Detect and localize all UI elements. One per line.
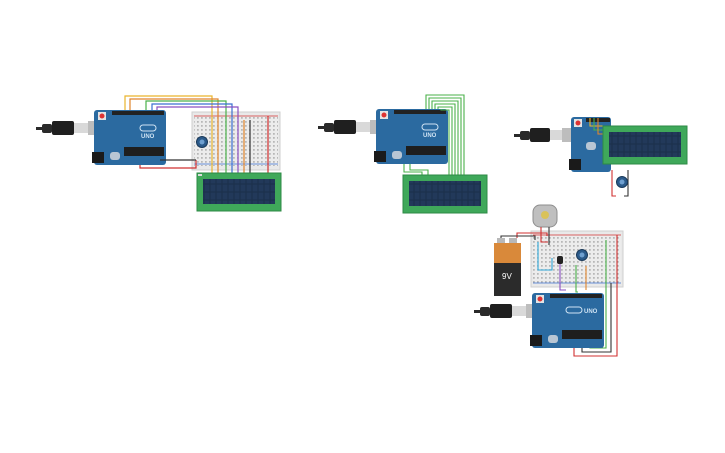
arduino-board[interactable]: UNO: [92, 110, 166, 165]
usb-cable[interactable]: [318, 120, 380, 134]
lcd-display[interactable]: [196, 172, 282, 212]
dc-motor[interactable]: [532, 204, 558, 228]
wires: [124, 95, 269, 178]
circuit-1: UNO: [36, 95, 282, 212]
breadboard[interactable]: [191, 111, 281, 171]
arduino-model-label: UNO: [423, 133, 437, 139]
battery-9v[interactable]: 9V: [494, 238, 521, 296]
arduino-board[interactable]: UNO: [374, 109, 448, 164]
potentiometer[interactable]: [196, 136, 208, 148]
usb-cable[interactable]: [514, 128, 572, 142]
arduino-model-label: UNO: [141, 134, 155, 140]
usb-cable[interactable]: [36, 121, 98, 135]
breadboard[interactable]: [530, 230, 624, 288]
circuit-3: [514, 117, 688, 197]
potentiometer[interactable]: [616, 176, 628, 188]
potentiometer[interactable]: [576, 249, 588, 261]
arduino-model-label: UNO: [584, 309, 598, 315]
lcd-display[interactable]: [402, 174, 488, 214]
lcd-display[interactable]: [602, 125, 688, 165]
battery-label: 9V: [502, 272, 512, 281]
arduino-board[interactable]: UNO: [530, 293, 604, 348]
circuit-2: UNO: [318, 94, 488, 214]
usb-cable[interactable]: [474, 304, 536, 318]
circuit-4: 9V: [474, 204, 624, 357]
wires: [589, 118, 629, 197]
transistor[interactable]: [557, 256, 563, 264]
